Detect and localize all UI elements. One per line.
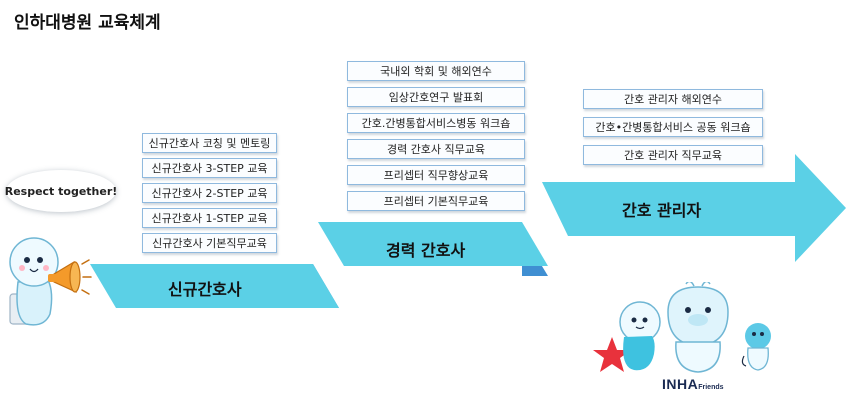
course-box: 신규간호사 2-STEP 교육 bbox=[142, 183, 277, 203]
course-box: 신규간호사 3-STEP 교육 bbox=[142, 158, 277, 178]
new-nurse-course-list: 신규간호사 코칭 및 멘토링 신규간호사 3-STEP 교육 신규간호사 2-S… bbox=[142, 133, 277, 253]
page-title: 인하대병원 교육체계 bbox=[14, 13, 161, 33]
course-box: 프리셉터 기본직무교육 bbox=[347, 191, 525, 211]
stage-label-nurse-manager: 간호 관리자 bbox=[622, 201, 702, 220]
inha-friends-logo: INHAFriends bbox=[662, 376, 724, 394]
step-1-band bbox=[90, 264, 339, 308]
logo-main-text: INHA bbox=[662, 376, 699, 392]
inha-friends-mascots-illustration bbox=[593, 282, 771, 373]
stage-label-new-nurse: 신규간호사 bbox=[168, 280, 242, 299]
course-box: 간호.간병통합서비스병동 워크숍 bbox=[347, 113, 525, 133]
logo-sub-text: Friends bbox=[698, 384, 724, 391]
step-3-arrow-head bbox=[542, 154, 846, 262]
course-box: 신규간호사 기본직무교육 bbox=[142, 233, 277, 253]
mascot-with-megaphone-illustration bbox=[9, 237, 92, 326]
experienced-nurse-course-list: 국내외 학회 및 해외연수 임상간호연구 발표회 간호.간병통합서비스병동 워크… bbox=[347, 61, 525, 211]
course-box: 경력 간호사 직무교육 bbox=[347, 139, 525, 159]
course-box: 간호•간병통합서비스 공동 워크숍 bbox=[583, 117, 763, 137]
speech-bubble: Respect together! bbox=[4, 170, 118, 212]
course-box: 임상간호연구 발표회 bbox=[347, 87, 525, 107]
stage-label-experienced-nurse: 경력 간호사 bbox=[386, 241, 466, 260]
nurse-manager-course-list: 간호 관리자 해외연수 간호•간병통합서비스 공동 워크숍 간호 관리자 직무교… bbox=[583, 89, 763, 165]
speech-bubble-text: Respect together! bbox=[4, 184, 118, 198]
step-2-band bbox=[318, 222, 548, 266]
course-box: 신규간호사 1-STEP 교육 bbox=[142, 208, 277, 228]
course-box: 간호 관리자 직무교육 bbox=[583, 145, 763, 165]
course-box: 프리셉터 직무향상교육 bbox=[347, 165, 525, 185]
course-box: 간호 관리자 해외연수 bbox=[583, 89, 763, 109]
course-box: 신규간호사 코칭 및 멘토링 bbox=[142, 133, 277, 153]
course-box: 국내외 학회 및 해외연수 bbox=[347, 61, 525, 81]
